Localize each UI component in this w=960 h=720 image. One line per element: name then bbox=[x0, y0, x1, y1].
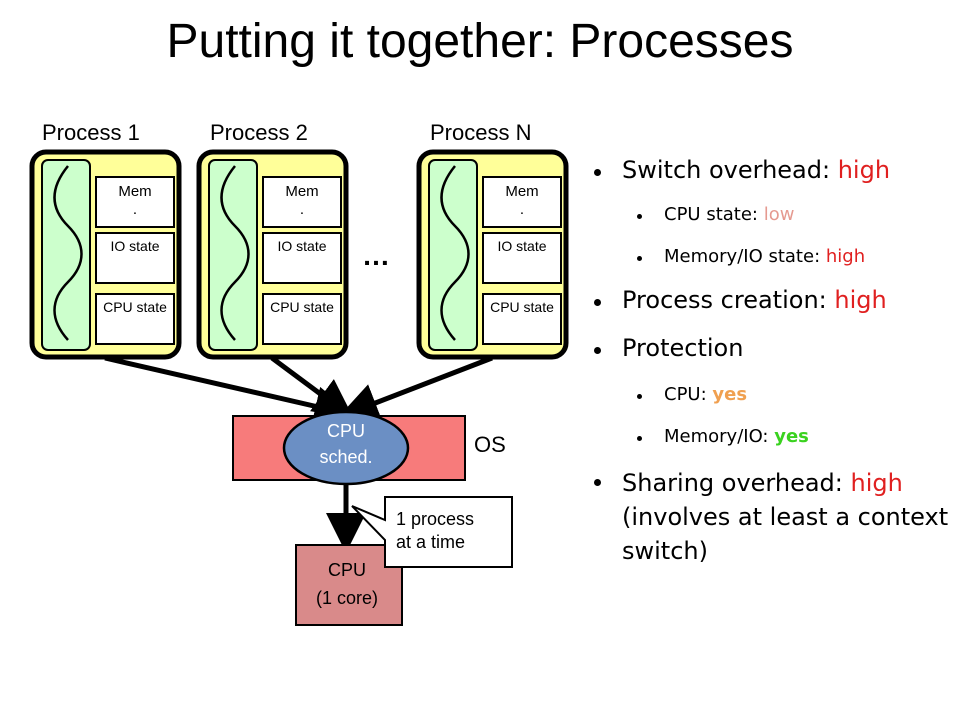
os-label: OS bbox=[474, 432, 506, 457]
bullet-protection: Protection bbox=[594, 334, 743, 362]
arrow-process-n bbox=[338, 355, 493, 422]
process-1-cpu-state: CPU state bbox=[95, 293, 175, 345]
cpu-label: CPU(1 core) bbox=[315, 560, 378, 608]
bullet-dot-icon bbox=[594, 479, 601, 486]
bullet-sharing-overhead: Sharing overhead: high(involves at least… bbox=[594, 466, 960, 568]
bullet-dot-icon bbox=[637, 394, 642, 399]
slide-title: Putting it together: Processes bbox=[166, 15, 794, 68]
process-2-cpu-state: CPU state bbox=[262, 293, 342, 345]
thread-icon bbox=[220, 165, 250, 341]
arrow-process-1 bbox=[104, 355, 355, 426]
bullet-memory-io-state: Memory/IO state: high bbox=[637, 246, 865, 267]
bullet-protection-cpu: CPU: yes bbox=[637, 384, 747, 405]
process-n-label: Process N bbox=[430, 120, 532, 145]
process-n-cpu-state: CPU state bbox=[482, 293, 562, 345]
process-1-label: Process 1 bbox=[42, 120, 140, 145]
bullet-protection-memory-io: Memory/IO: yes bbox=[637, 426, 809, 447]
thread-icon bbox=[440, 165, 470, 341]
bullet-switch-overhead: Switch overhead: high bbox=[594, 156, 890, 184]
bullet-dot-icon bbox=[637, 214, 642, 219]
process-n-io-state: IO state bbox=[482, 232, 562, 284]
bullet-process-creation: Process creation: high bbox=[594, 286, 887, 314]
bullet-cpu-state: CPU state: low bbox=[637, 204, 794, 225]
process-1-io-state: IO state bbox=[95, 232, 175, 284]
process-1-mem: Mem. bbox=[95, 176, 175, 228]
ellipsis: … bbox=[362, 240, 390, 271]
arrow-process-2 bbox=[270, 355, 355, 419]
process-2-io-state: IO state bbox=[262, 232, 342, 284]
bullet-dot-icon bbox=[637, 256, 642, 261]
bullet-dot-icon bbox=[594, 347, 601, 354]
process-2-mem: Mem. bbox=[262, 176, 342, 228]
bullet-dot-icon bbox=[637, 436, 642, 441]
process-2-label: Process 2 bbox=[210, 120, 308, 145]
bullet-dot-icon bbox=[594, 169, 601, 176]
thread-icon bbox=[53, 165, 83, 341]
callout-bubble bbox=[351, 496, 513, 568]
bullet-dot-icon bbox=[594, 299, 601, 306]
process-n-mem: Mem. bbox=[482, 176, 562, 228]
